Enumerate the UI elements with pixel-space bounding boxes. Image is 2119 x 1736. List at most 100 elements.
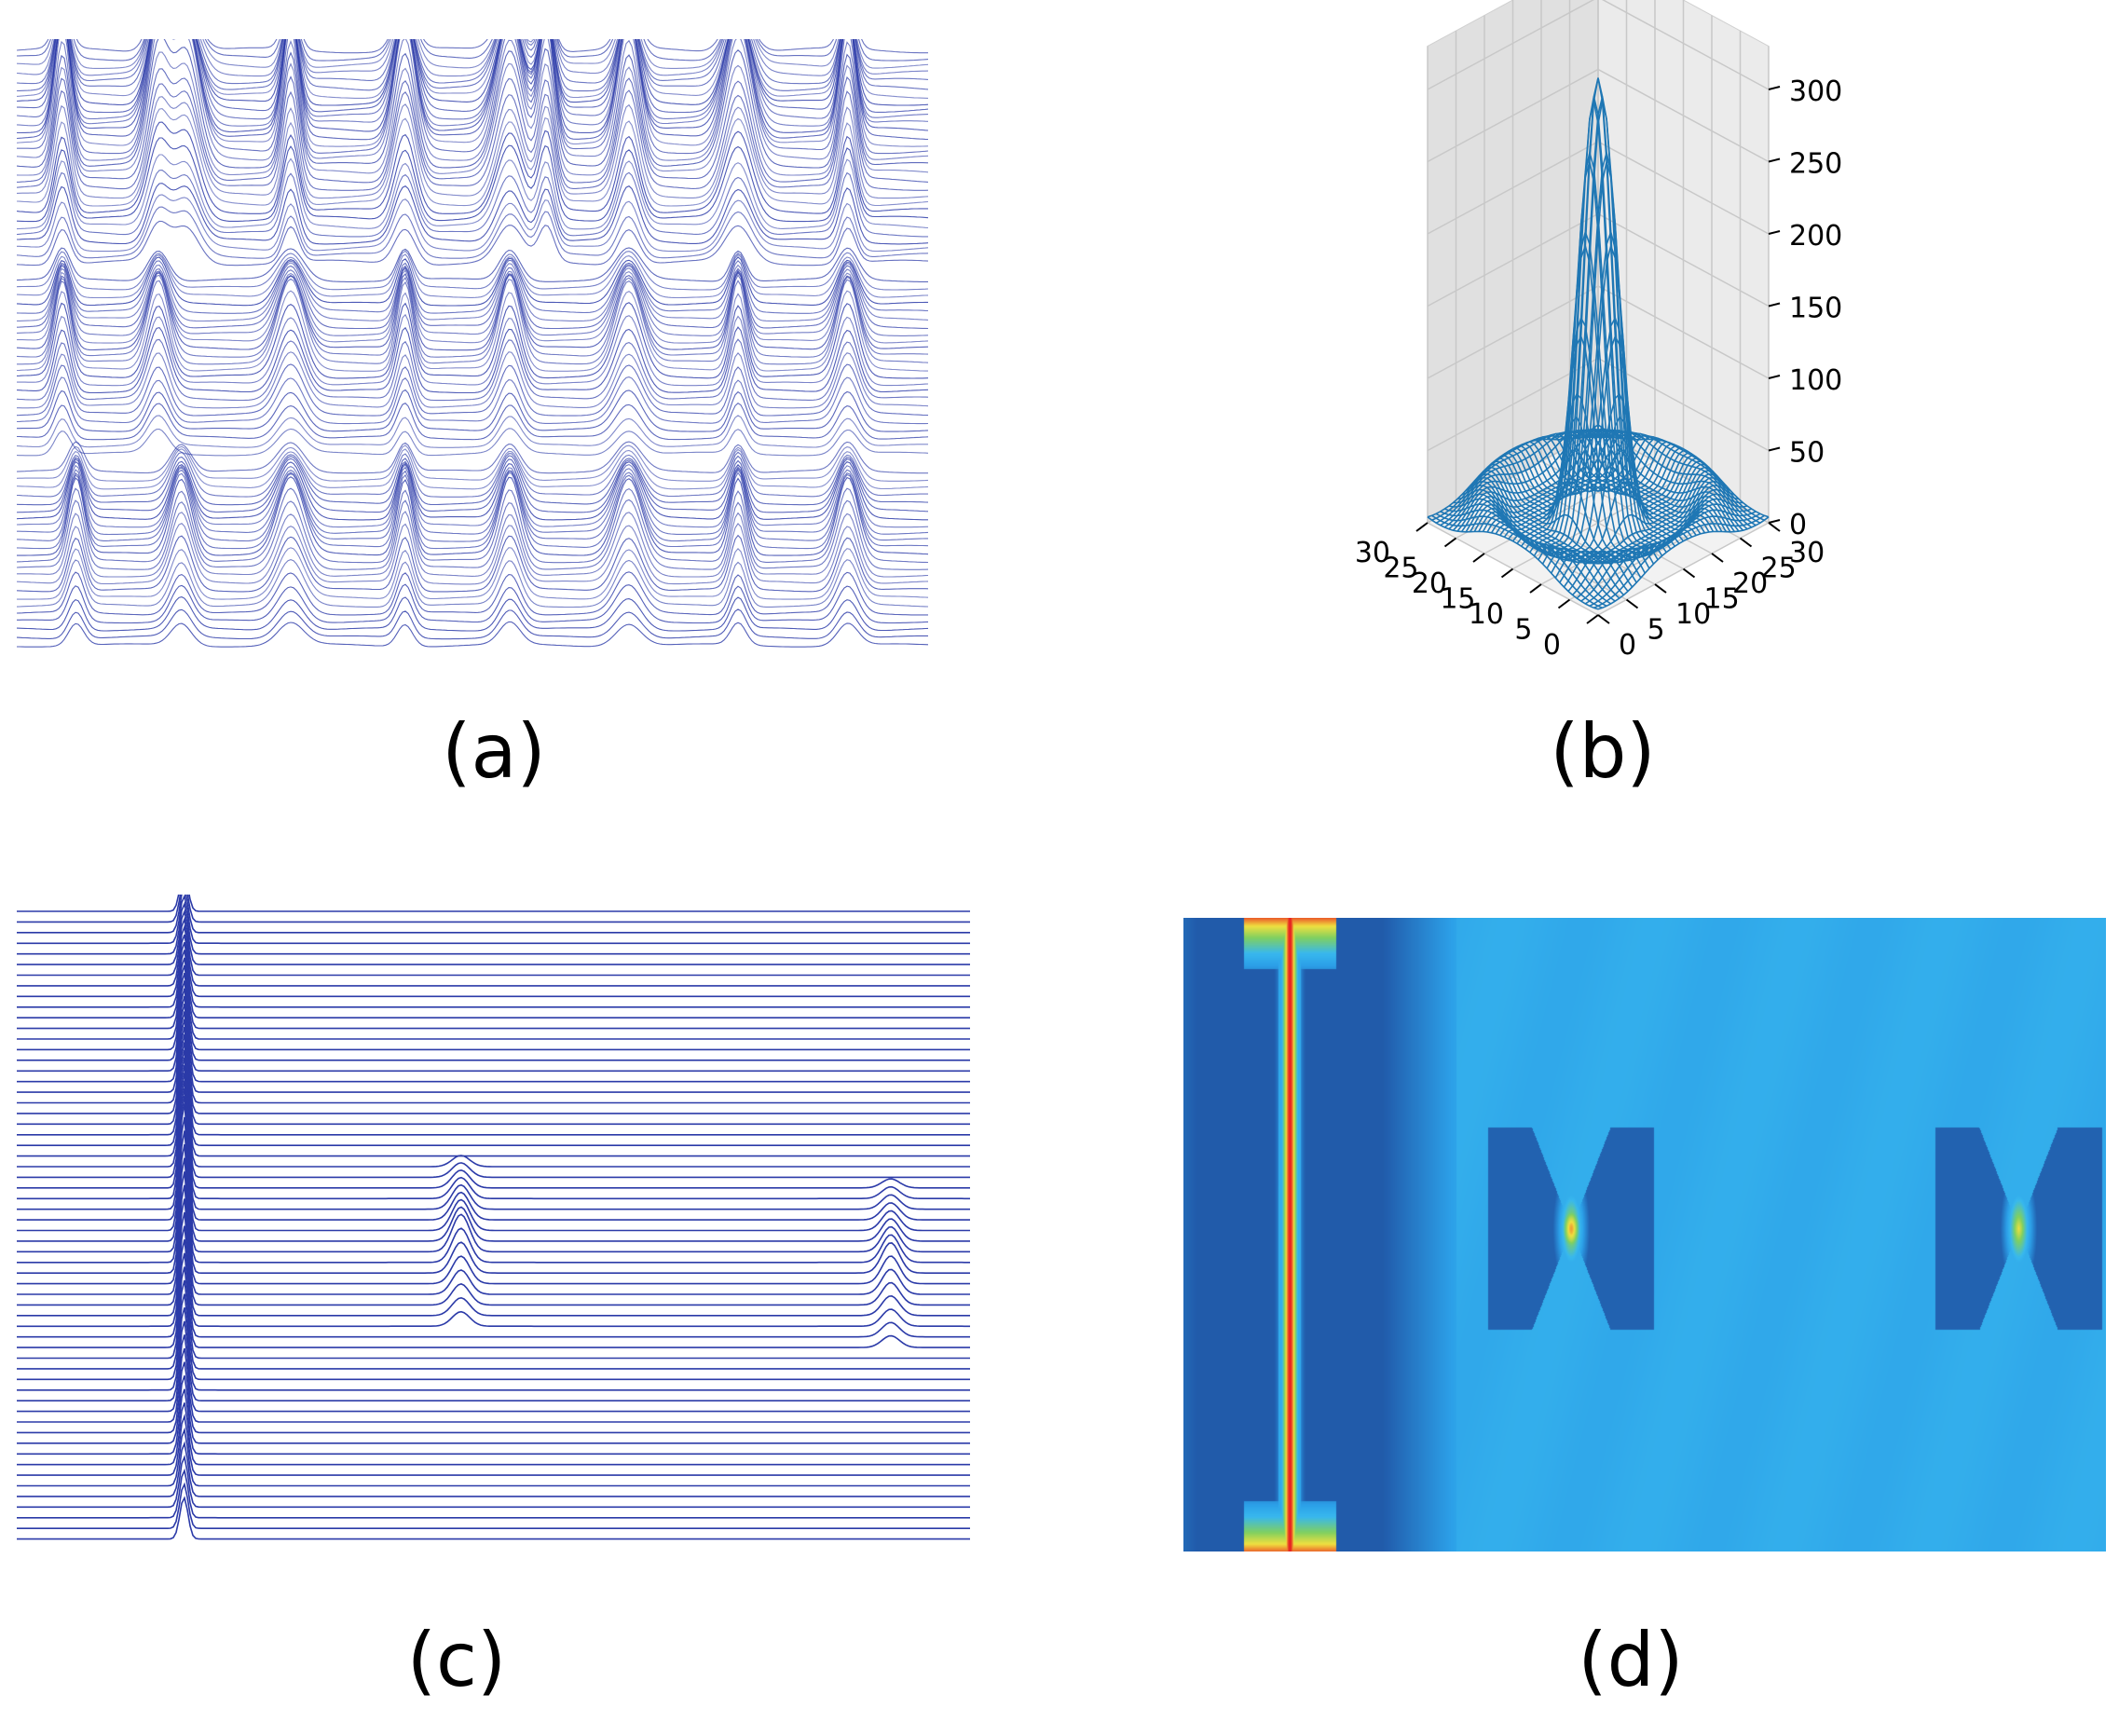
waterfall-c-trace-28 bbox=[17, 1087, 970, 1210]
waterfall-c-trace-7 bbox=[17, 923, 970, 987]
waterfall-a-trace-50 bbox=[17, 389, 929, 432]
surface-b-grid bbox=[1427, 141, 1770, 235]
waterfall-a-trace-47 bbox=[17, 351, 929, 409]
waterfall-c-trace-1 bbox=[17, 895, 970, 923]
waterfall-c-trace-35 bbox=[17, 1171, 970, 1285]
waterfall-a-trace-13 bbox=[17, 39, 929, 147]
waterfall-a-trace-23 bbox=[17, 137, 929, 223]
surface-b-y-tick-label: 25 bbox=[1761, 553, 1797, 585]
waterfall-a-trace-65 bbox=[17, 476, 929, 556]
waterfall-a-trace-2 bbox=[17, 39, 929, 69]
waterfall-a-trace-39 bbox=[17, 271, 929, 351]
surface-b-mesh-line bbox=[1470, 431, 1642, 533]
waterfall-c-trace-38 bbox=[17, 1211, 970, 1317]
waterfall-a-trace-0 bbox=[17, 39, 928, 54]
heatmap-d bbox=[1183, 918, 2106, 1551]
surface-b-y-tick bbox=[1711, 553, 1724, 563]
waterfall-a-trace-59 bbox=[17, 458, 929, 513]
surface-b-x-tick-label: 15 bbox=[1440, 583, 1475, 616]
surface-b-y-tick bbox=[1768, 522, 1781, 532]
waterfall-a-trace-55 bbox=[17, 444, 929, 482]
waterfall-c-trace-4 bbox=[17, 901, 970, 955]
waterfall-a-trace-74 bbox=[17, 583, 929, 624]
waterfall-a-trace-70 bbox=[17, 534, 929, 593]
waterfall-a-trace-64 bbox=[17, 472, 929, 550]
waterfall-a-trace-22 bbox=[17, 121, 928, 214]
surface-b-x-tick-label: 10 bbox=[1469, 598, 1504, 631]
surface-b-x-tick bbox=[1415, 522, 1429, 532]
surface-b-mesh-line bbox=[1503, 152, 1675, 547]
panel-label-b: (b) bbox=[1550, 708, 1656, 795]
waterfall-a-trace-72 bbox=[17, 559, 929, 608]
waterfall-plot-c-svg bbox=[17, 895, 970, 1540]
waterfall-a-trace-42 bbox=[17, 290, 928, 372]
surface-b-mesh-line bbox=[1551, 431, 1723, 532]
surface-b-mesh-line bbox=[1473, 431, 1646, 532]
panel-label-d: (d) bbox=[1578, 1617, 1684, 1703]
surface-b-z-tick-label: 150 bbox=[1789, 293, 1842, 325]
waterfall-a-trace-21 bbox=[17, 108, 929, 207]
surface-b-x-tick-label: 0 bbox=[1543, 629, 1561, 662]
waterfall-a-trace-58 bbox=[17, 455, 929, 506]
surface-b-x-tick bbox=[1500, 567, 1514, 579]
waterfall-c-trace-24 bbox=[17, 1057, 970, 1168]
waterfall-c-trace-43 bbox=[17, 1279, 970, 1370]
panel-label-a: (a) bbox=[442, 708, 546, 795]
waterfall-a-trace-32 bbox=[17, 253, 929, 299]
waterfall-a-trace-37 bbox=[17, 267, 929, 336]
waterfall-a-trace-61 bbox=[17, 463, 929, 528]
surface-b-y-tick-label: 30 bbox=[1789, 537, 1825, 569]
waterfall-c-trace-57 bbox=[17, 1468, 970, 1519]
waterfall-a-trace-73 bbox=[17, 571, 928, 616]
waterfall-c-trace-2 bbox=[17, 895, 970, 934]
waterfall-a-trace-38 bbox=[17, 269, 929, 344]
surface-b-x-tick bbox=[1557, 598, 1571, 609]
waterfall-a-trace-67 bbox=[17, 499, 929, 570]
surface-b-z-tick-label: 200 bbox=[1789, 220, 1842, 253]
waterfall-c-trace-10 bbox=[17, 950, 970, 1018]
surface-b-z-tick bbox=[1768, 519, 1781, 524]
waterfall-a-trace-46 bbox=[17, 338, 929, 402]
surface-b-z-tick bbox=[1768, 446, 1781, 452]
surface-b-mesh-line bbox=[1511, 77, 1684, 552]
waterfall-a-trace-4 bbox=[17, 39, 929, 85]
surface-b-x-tick bbox=[1443, 537, 1457, 548]
waterfall-c-trace-19 bbox=[17, 1018, 970, 1114]
waterfall-a-trace-9 bbox=[17, 39, 929, 120]
waterfall-a-trace-53 bbox=[17, 428, 929, 457]
waterfall-c-trace-53 bbox=[17, 1413, 970, 1476]
waterfall-c-trace-23 bbox=[17, 1049, 970, 1157]
surface-b-z-tick bbox=[1768, 375, 1781, 379]
surface-b-y-tick bbox=[1739, 537, 1753, 548]
waterfall-a-trace-36 bbox=[17, 265, 929, 330]
surface-b-mesh-line bbox=[1554, 431, 1727, 533]
waterfall-c-trace-50 bbox=[17, 1374, 970, 1444]
waterfall-a-trace-66 bbox=[17, 487, 929, 564]
waterfall-c-trace-42 bbox=[17, 1266, 970, 1360]
waterfall-a-trace-26 bbox=[17, 183, 929, 245]
waterfall-c-trace-3 bbox=[17, 895, 970, 945]
waterfall-c-trace-34 bbox=[17, 1157, 970, 1274]
surface-b-mesh-line bbox=[1482, 433, 1654, 532]
waterfall-a-trace-3 bbox=[17, 39, 929, 77]
waterfall-a-trace-1 bbox=[17, 39, 929, 62]
waterfall-c-trace-14 bbox=[17, 980, 970, 1061]
waterfall-c-trace-29 bbox=[17, 1095, 970, 1221]
surface-b-grid bbox=[1427, 0, 1770, 90]
waterfall-c-trace-31 bbox=[17, 1116, 970, 1242]
waterfall-a-trace-27 bbox=[17, 194, 929, 253]
surface-b-y-tick-label: 0 bbox=[1619, 629, 1636, 662]
waterfall-c-trace-6 bbox=[17, 916, 970, 977]
waterfall-c-trace-0 bbox=[17, 895, 970, 912]
waterfall-a-trace-60 bbox=[17, 460, 928, 521]
waterfall-a-trace-24 bbox=[17, 154, 929, 230]
waterfall-c-trace-51 bbox=[17, 1388, 970, 1456]
waterfall-a-trace-71 bbox=[17, 547, 929, 600]
waterfall-a-trace-28 bbox=[17, 206, 929, 259]
waterfall-c-trace-39 bbox=[17, 1225, 970, 1328]
surface-b-z-tick bbox=[1768, 157, 1781, 163]
waterfall-a-trace-75 bbox=[17, 596, 929, 632]
waterfall-plot-c bbox=[17, 895, 972, 1561]
surface-b-y-tick-label: 10 bbox=[1675, 598, 1711, 631]
